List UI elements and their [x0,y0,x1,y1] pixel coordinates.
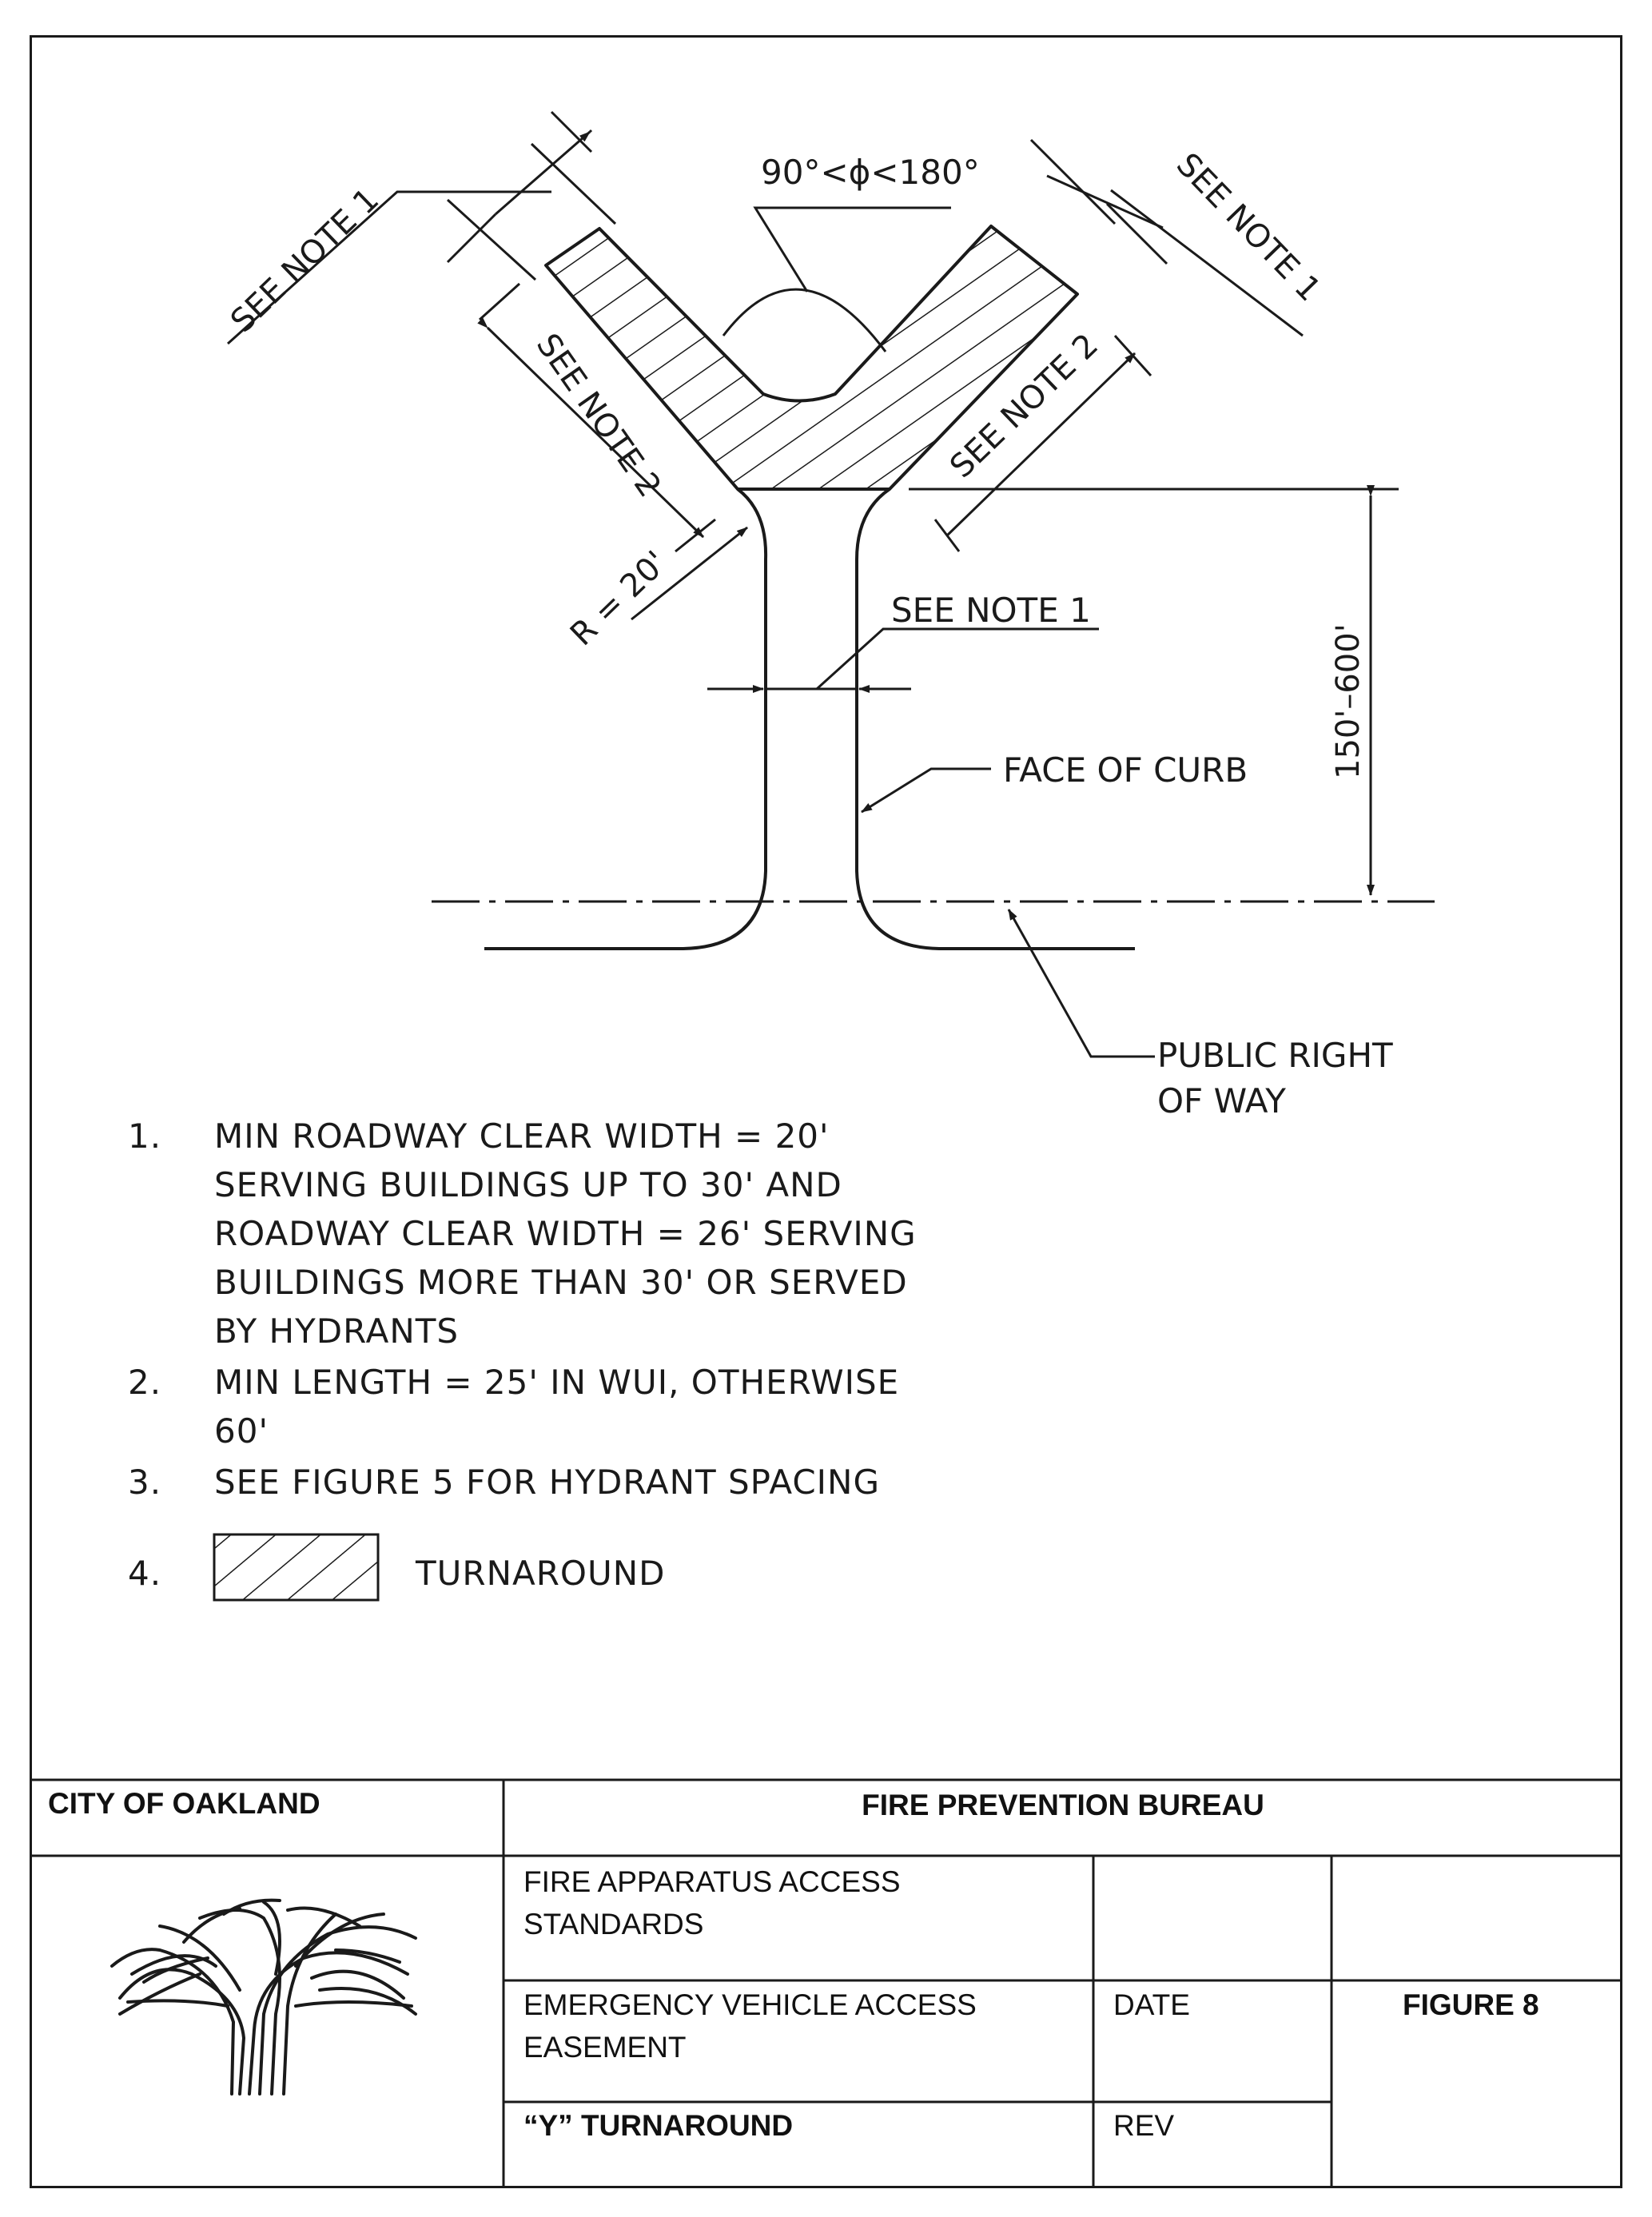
title-block-grid [30,1778,1622,2188]
note-4-number: 4. [128,1554,162,1593]
see-note-1-upper-left: SEE NOTE 1 [224,181,386,340]
angle-leader [753,206,951,293]
face-of-curb-label: FACE OF CURB [1003,750,1248,790]
oak-tree-logo [110,1898,417,2096]
drawing-frame [30,35,1622,2188]
note-1-number: 1. [128,1116,162,1156]
note-2-number: 2. [128,1363,162,1402]
left-length-dim [477,282,716,553]
org-name: CITY OF OAKLAND [48,1787,320,1820]
upper-right-width-dim [1029,138,1304,337]
doc-title-line2: STANDARDS [523,1908,704,1940]
radius-leader [631,526,748,621]
right-length-dim [933,334,1152,552]
bureau-name: FIRE PREVENTION BUREAU [862,1789,1264,1821]
note-4-line: TURNAROUND [416,1554,666,1593]
turnaround-area [544,225,1079,491]
turnaround-legend-swatch [213,1533,380,1602]
note-1-line: SERVING BUILDINGS UP TO 30' AND [214,1165,842,1204]
note-1-line: BY HYDRANTS [214,1311,460,1351]
note-3-number: 3. [128,1463,162,1502]
note-1-line: BUILDINGS MORE THAN 30' OR SERVED [214,1263,908,1302]
length-dim-label: 150'–600' [1330,623,1367,779]
angle-label: 90°<ϕ<180° [761,153,980,192]
face-of-curb-leader [861,767,991,814]
figure-number: FIGURE 8 [1403,1988,1539,2021]
note-3-line: SEE FIGURE 5 FOR HYDRANT SPACING [214,1463,880,1502]
subtitle-line2: EASEMENT [523,2031,687,2064]
drawing-title: “Y” TURNAROUND [523,2109,794,2142]
subtitle-line1: EMERGENCY VEHICLE ACCESS [523,1988,977,2021]
center-width-dim [707,627,1099,693]
note-1-line: ROADWAY CLEAR WIDTH = 26' SERVING [214,1214,917,1253]
public-right-line1: PUBLIC RIGHT [1157,1036,1393,1075]
date-label: DATE [1113,1988,1190,2021]
length-dimension [909,485,1399,896]
note-1-line: MIN ROADWAY CLEAR WIDTH = 20' [214,1116,830,1156]
rev-label: REV [1113,2109,1175,2142]
see-note-1-upper-right: SEE NOTE 1 [1169,146,1328,308]
roadway-edges [484,488,1135,950]
note-2-line: 60' [214,1411,269,1451]
doc-title-line1: FIRE APPARATUS ACCESS [523,1865,901,1898]
public-right-line2: OF WAY [1157,1081,1286,1120]
upper-left-width-dim [226,110,617,345]
note-2-line: MIN LENGTH = 25' IN WUI, OTHERWISE [214,1363,900,1402]
row-leader [1007,909,1155,1058]
see-note-1-center: SEE NOTE 1 [891,591,1091,630]
